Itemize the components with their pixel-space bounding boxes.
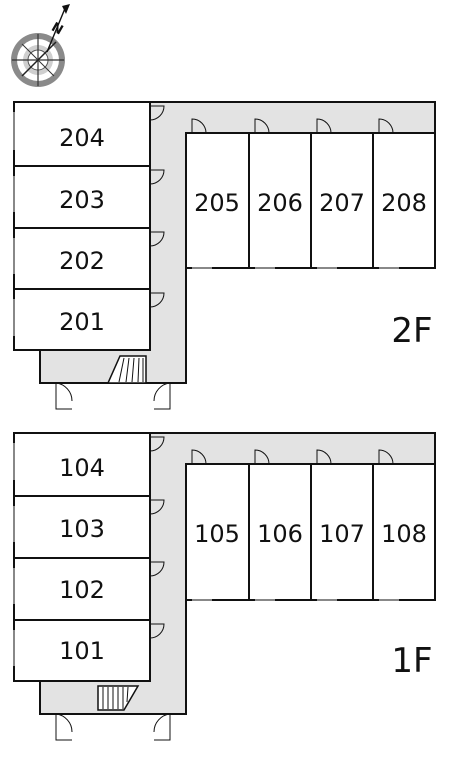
room-label: 205 [194,189,240,217]
room-label: 201 [59,308,105,336]
room-label: 202 [59,247,105,275]
room-106[interactable] [248,463,312,601]
room-204[interactable] [13,101,151,167]
compass-icon: N [11,4,70,87]
room-107[interactable] [310,463,374,601]
room-102[interactable] [13,557,151,621]
room-label: 204 [59,124,105,152]
room-label: 208 [381,189,427,217]
room-label: 206 [257,189,303,217]
room-105[interactable] [185,463,250,601]
stairs-icon [106,355,147,384]
room-label: 101 [59,637,105,665]
compass-north-label: N [49,20,66,38]
room-201[interactable] [13,288,151,351]
room-208[interactable] [372,132,436,269]
floor-2f: 204 203 202 201 205 206 207 208 [13,101,436,410]
room-202[interactable] [13,227,151,290]
room-205[interactable] [185,132,250,269]
room-101[interactable] [13,619,151,682]
door-icon [55,436,394,741]
room-label: 102 [59,576,105,604]
room-label: 105 [194,520,240,548]
room-label: 103 [59,515,105,543]
room-label: 107 [319,520,365,548]
floor-label: 2F [391,311,432,351]
floor-label: 1F [391,641,432,681]
room-label: 106 [257,520,303,548]
floor-1f: 104 103 102 101 105 106 107 108 [13,432,436,741]
room-108[interactable] [372,463,436,601]
stairs-icon [97,685,140,711]
room-label: 203 [59,186,105,214]
room-206[interactable] [248,132,312,269]
room-label: 108 [381,520,427,548]
door-icon [55,105,394,410]
room-103[interactable] [13,495,151,559]
room-label: 207 [319,189,365,217]
room-label: 104 [59,454,105,482]
